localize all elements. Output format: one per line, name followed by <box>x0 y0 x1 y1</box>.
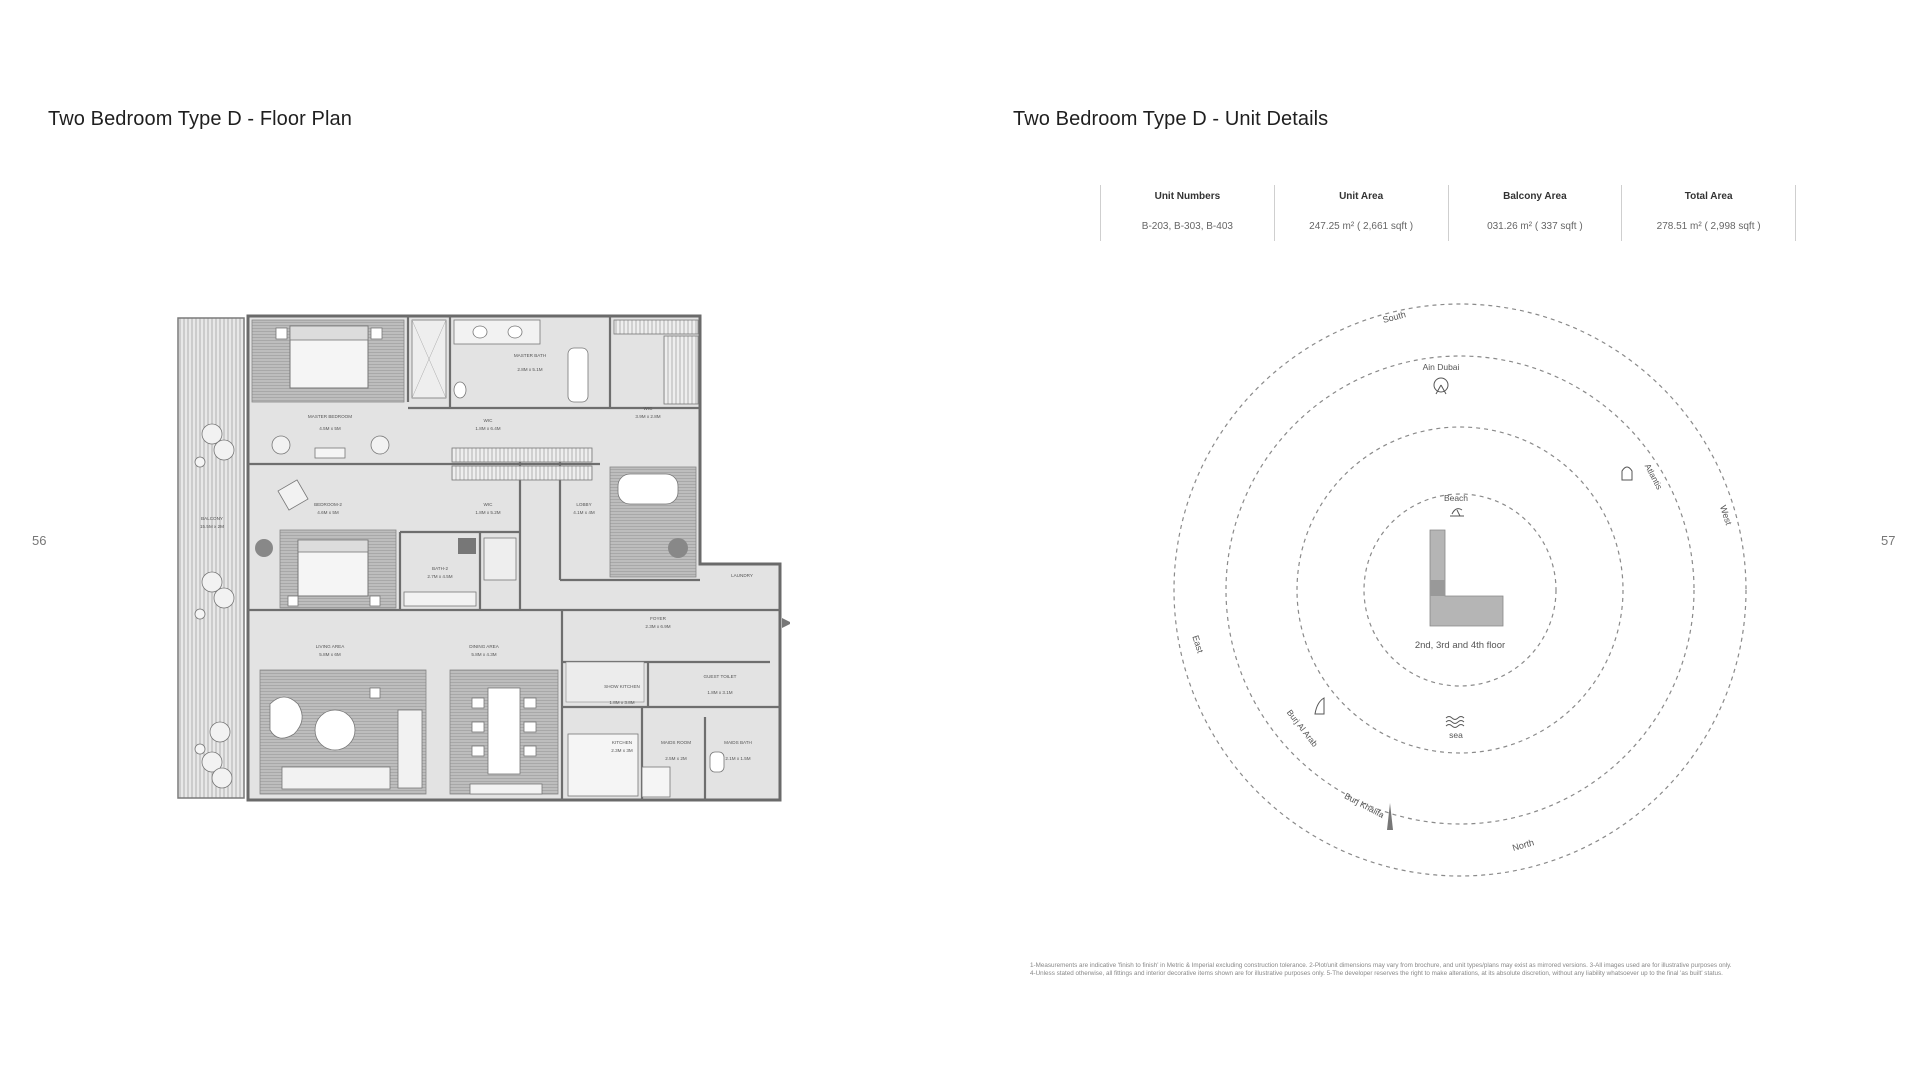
ring-second <box>1296 426 1624 754</box>
atlantis-icon <box>1621 466 1633 481</box>
footnote-line-2: 4-Unless stated otherwise, all fittings … <box>1030 970 1723 977</box>
ring-inner <box>1363 493 1557 687</box>
unit-area-value: 247.25 m² ( 2,661 sqft ) <box>1309 221 1414 232</box>
label-wic-2: WIC <box>644 406 654 411</box>
label-master-bedroom: MASTER BEDROOM <box>308 414 352 419</box>
label-maids-room: MAIDS ROOM <box>661 740 691 745</box>
burj-al-arab-icon <box>1314 697 1325 715</box>
size-dining-area: 5.8M x 4.3M <box>471 652 496 657</box>
size-master-bath: 2.8M x 5.1M <box>517 367 542 372</box>
size-bedroom-2: 4.6M x 5M <box>317 510 339 515</box>
ring-third <box>1225 355 1695 825</box>
size-maids-room: 2.5M x 2M <box>665 756 687 761</box>
label-show-kitchen: SHOW KITCHEN <box>604 684 640 689</box>
label-master-bath: MASTER BATH <box>514 353 546 358</box>
label-wic-3: WIC <box>484 502 494 507</box>
unit-numbers-header: Unit Numbers <box>1154 191 1221 202</box>
label-kitchen: KITCHEN <box>612 740 632 745</box>
building-footprint-icon <box>1429 529 1504 627</box>
label-guest-toilet: GUEST TOILET <box>704 674 737 679</box>
floors-label: 2nd, 3rd and 4th floor <box>1415 640 1505 651</box>
balcony-deck <box>177 317 245 799</box>
size-guest-toilet: 1.8M x 3.1M <box>707 690 732 695</box>
label-wic-1: WIC <box>484 418 494 423</box>
size-show-kitchen: 1.8M x 3.8M <box>609 700 634 705</box>
size-foyer: 2.3M x 6.9M <box>645 624 670 629</box>
label-bedroom-2: BEDROOM-2 <box>314 502 342 507</box>
ring-outer <box>1173 303 1747 877</box>
total-area-column: Total Area 278.51 m² ( 2,998 sqft ) <box>1621 185 1796 241</box>
size-wic-3: 1.8M x 5.2M <box>475 510 500 515</box>
size-master-bedroom: 4.5M x 5M <box>319 426 341 431</box>
ain-dubai-icon <box>1433 377 1449 395</box>
size-wic-2: 3.9M x 2.8M <box>635 414 660 419</box>
size-kitchen: 2.3M x 3M <box>611 748 633 753</box>
unit-numbers-column: Unit Numbers B-203, B-303, B-403 <box>1100 185 1274 241</box>
entry-arrow-icon <box>782 618 790 628</box>
label-bath-2: BATH-2 <box>432 566 448 571</box>
size-balcony: 15.5M x 2M <box>200 524 224 529</box>
page-number-left: 56 <box>32 533 47 548</box>
landmark-atlantis: Atlantis <box>1643 462 1665 491</box>
landmark-ain-dubai: Ain Dubai <box>1423 362 1460 372</box>
balcony-area-header: Balcony Area <box>1503 191 1567 202</box>
label-balcony: BALCONY <box>201 516 223 521</box>
unit-area-column: Unit Area 247.25 m² ( 2,661 sqft ) <box>1273 185 1448 241</box>
unit-numbers-value: B-203, B-303, B-403 <box>1141 221 1233 232</box>
footnote-line-1: 1-Measurements are indicative 'finish to… <box>1030 962 1732 969</box>
size-lobby: 4.1M x 4M <box>573 510 595 515</box>
size-living-area: 5.8M x 6M <box>319 652 341 657</box>
beach-icon <box>1450 508 1464 517</box>
size-bath-2: 2.7M x 4.5M <box>427 574 452 579</box>
burj-khalifa-icon <box>1387 803 1393 830</box>
total-area-header: Total Area <box>1684 191 1733 202</box>
label-laundry: LAUNDRY <box>731 573 753 578</box>
label-living-area: LIVING AREA <box>316 644 346 649</box>
label-foyer: FOYER <box>650 616 667 621</box>
balcony-area-value: 031.26 m² ( 337 sqft ) <box>1487 221 1583 232</box>
balcony-area-column: Balcony Area 031.26 m² ( 337 sqft ) <box>1447 185 1622 241</box>
landmark-beach: Beach <box>1444 493 1468 503</box>
unit-area-header: Unit Area <box>1339 191 1384 202</box>
size-wic-1: 1.8M x 6.4M <box>475 426 500 431</box>
sea-waves-icon <box>1445 716 1465 728</box>
label-dining-area: DINING AREA <box>469 644 500 649</box>
landmark-sea: sea <box>1449 730 1463 740</box>
disclaimer-footnote: 1-Measurements are indicative 'finish to… <box>1030 962 1800 978</box>
page-number-right: 57 <box>1881 533 1896 548</box>
total-area-value: 278.51 m² ( 2,998 sqft ) <box>1656 221 1761 232</box>
label-maids-bath: MAIDS BATH <box>724 740 752 745</box>
direction-south: South <box>1382 309 1407 325</box>
location-compass-diagram: 2nd, 3rd and 4th floor South West North … <box>1173 303 1747 877</box>
unit-details-title: Two Bedroom Type D - Unit Details <box>1013 108 1329 130</box>
floor-plan-title: Two Bedroom Type D - Floor Plan <box>48 108 352 130</box>
label-lobby: LOBBY <box>576 502 591 507</box>
direction-north: North <box>1511 837 1535 853</box>
floor-plan-drawing: MASTER BEDROOM 4.5M x 5M WIC 1.8M x 6.4M… <box>177 314 790 802</box>
direction-west: West <box>1718 504 1734 527</box>
landmark-burj-khalifa: Burj Khalifa <box>1343 791 1386 820</box>
direction-east: East <box>1190 634 1205 655</box>
unit-details-table: Unit Numbers B-203, B-303, B-403 Unit Ar… <box>1100 185 1796 241</box>
size-maids-bath: 2.1M x 1.5M <box>725 756 750 761</box>
